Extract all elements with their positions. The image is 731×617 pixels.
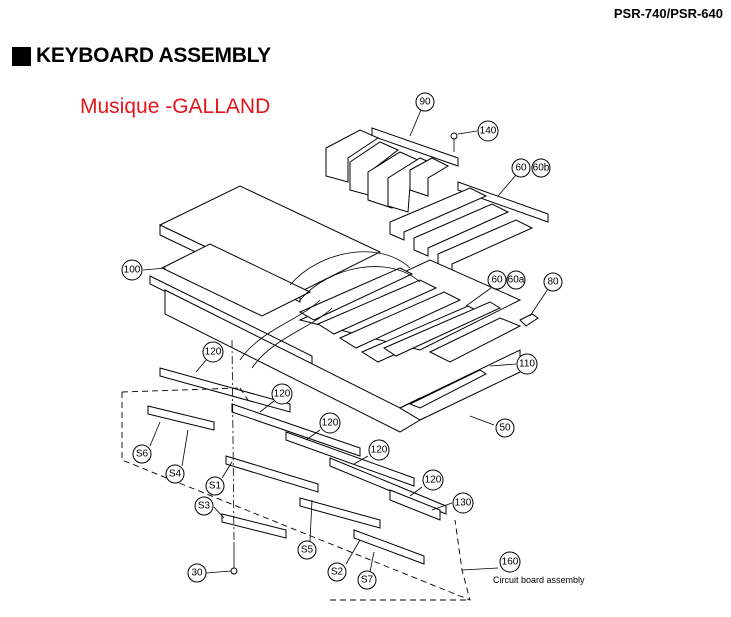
svg-text:130: 130 — [455, 498, 472, 509]
svg-text:110: 110 — [519, 359, 535, 370]
svg-text:120: 120 — [371, 445, 388, 456]
svg-text:140: 140 — [480, 126, 497, 137]
svg-text:S3: S3 — [198, 501, 211, 512]
callout-60b: 60b — [531, 158, 551, 178]
svg-text:60: 60 — [491, 275, 503, 286]
callout-130: 130 — [452, 492, 474, 514]
circuit-boards-s — [147, 405, 425, 565]
callout-50: 50 — [495, 418, 515, 438]
svg-text:S1: S1 — [209, 481, 222, 492]
svg-text:S2: S2 — [331, 567, 344, 578]
callout-60: 60 — [511, 158, 531, 178]
callout-90: 90 — [415, 92, 435, 112]
white-keys-60a — [298, 267, 522, 363]
watermark-text: Musique -GALLAND — [80, 95, 271, 118]
assembly-axis — [231, 339, 235, 541]
callout-s1: S1 — [205, 476, 225, 496]
bracket-80 — [519, 313, 539, 327]
callout-60a: 60a — [506, 270, 526, 290]
svg-text:60: 60 — [515, 163, 527, 174]
svg-text:S4: S4 — [169, 469, 182, 480]
callout-s3: S3 — [194, 496, 214, 516]
svg-text:S7: S7 — [361, 575, 374, 586]
svg-text:S5: S5 — [301, 545, 314, 556]
callout-s5: S5 — [297, 540, 317, 560]
svg-text:120: 120 — [205, 347, 222, 358]
circuit-board-caption: Circuit board assembly — [493, 575, 585, 585]
callout-160: 160 — [499, 551, 521, 573]
callout-s4: S4 — [165, 464, 185, 484]
svg-text:50: 50 — [499, 423, 511, 434]
svg-text:S6: S6 — [136, 449, 149, 460]
leader-lines — [142, 109, 549, 574]
callout-s6: S6 — [132, 444, 152, 464]
key-contact-boards-120 — [159, 367, 447, 521]
svg-text:90: 90 — [419, 97, 431, 108]
callout-120-e: 120 — [422, 469, 444, 491]
callout-s2: S2 — [327, 562, 347, 582]
callout-60-lower: 60 — [487, 270, 507, 290]
svg-text:120: 120 — [322, 418, 339, 429]
callout-30: 30 — [187, 563, 207, 583]
section-heading: KEYBOARD ASSEMBLY — [12, 44, 271, 68]
callout-120-b: 120 — [271, 383, 293, 405]
svg-text:60a: 60a — [508, 275, 525, 286]
flat-cable — [289, 251, 421, 301]
callout-110: 110 — [516, 353, 538, 375]
page-title: KEYBOARD ASSEMBLY — [36, 44, 271, 67]
svg-text:80: 80 — [547, 277, 559, 288]
svg-text:100: 100 — [124, 265, 141, 276]
circuit-board-assembly-outline — [121, 387, 471, 601]
svg-text:60b: 60b — [533, 163, 550, 174]
callout-120-c: 120 — [319, 412, 341, 434]
callout-120-d: 120 — [368, 439, 390, 461]
callout-80: 80 — [543, 272, 563, 292]
svg-text:120: 120 — [425, 475, 442, 486]
bottom-case-50 — [408, 369, 487, 409]
callout-120-a: 120 — [202, 341, 224, 363]
svg-text:120: 120 — [274, 389, 291, 400]
white-keys-60b — [389, 181, 549, 273]
screw-30 — [230, 542, 238, 575]
screw-140 — [450, 132, 458, 152]
model-number: PSR-740/PSR-640 — [613, 6, 723, 21]
svg-text:160: 160 — [502, 557, 519, 568]
black-keys-90 — [325, 127, 459, 213]
heading-bullet — [12, 46, 31, 66]
callout-s7: S7 — [357, 570, 377, 590]
svg-text:30: 30 — [191, 568, 203, 579]
callout-100: 100 — [121, 259, 143, 281]
callout-140: 140 — [477, 120, 499, 142]
